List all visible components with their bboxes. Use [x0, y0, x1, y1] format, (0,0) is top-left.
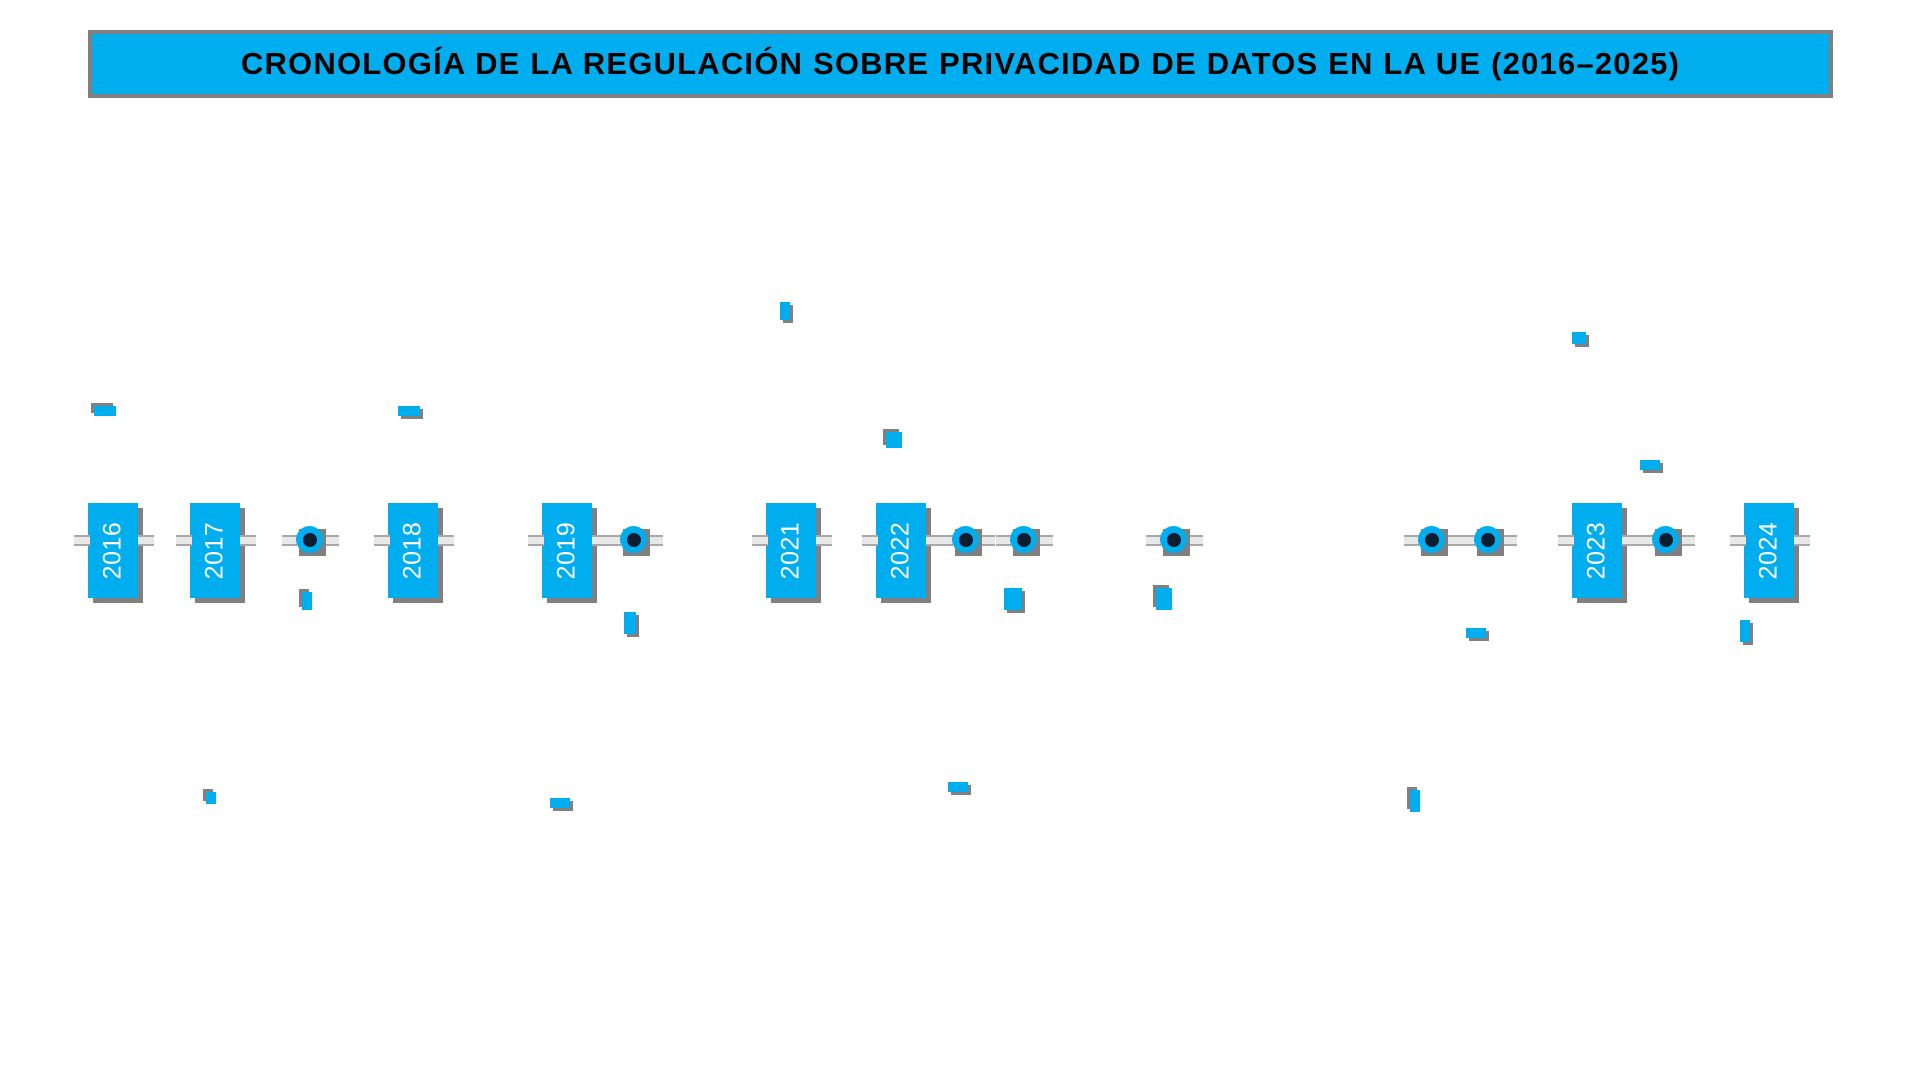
timeline-year-2017[interactable]: 2017 [190, 503, 240, 598]
axis-connector [1404, 535, 1419, 546]
axis-connector [528, 535, 544, 546]
milestone-dot[interactable] [296, 526, 326, 556]
milestone-dot[interactable] [1010, 526, 1040, 556]
milestone-core [1659, 533, 1673, 547]
year-label: 2018 [398, 521, 427, 580]
year-label: 2022 [886, 521, 915, 580]
axis-connector [1038, 535, 1053, 546]
axis-connector [980, 535, 995, 546]
timeline-year-2022[interactable]: 2022 [876, 503, 926, 598]
milestone-dot[interactable] [1652, 526, 1682, 556]
milestone-dot[interactable] [620, 526, 650, 556]
annotation-chip[interactable] [550, 798, 570, 808]
timeline-year-2016[interactable]: 2016 [88, 503, 138, 598]
annotation-chip[interactable] [886, 432, 902, 448]
year-label: 2024 [1754, 521, 1783, 580]
axis-connector [74, 535, 90, 546]
year-label: 2019 [552, 521, 581, 580]
milestone-dot[interactable] [1474, 526, 1504, 556]
milestone-core [1017, 533, 1031, 547]
annotation-chip[interactable] [398, 406, 420, 416]
axis-connector [438, 535, 454, 546]
annotation-chip[interactable] [302, 592, 312, 610]
axis-connector [282, 535, 297, 546]
axis-connector [1446, 535, 1461, 546]
axis-connector [1638, 535, 1653, 546]
timeline-year-2019[interactable]: 2019 [542, 503, 592, 598]
axis-connector [138, 535, 154, 546]
annotation-chip[interactable] [1572, 332, 1586, 344]
axis-connector [592, 535, 608, 546]
milestone-core [303, 533, 317, 547]
annotation-chip[interactable] [1410, 790, 1420, 812]
milestone-core [1481, 533, 1495, 547]
annotation-chip[interactable] [1640, 460, 1660, 470]
axis-connector [1146, 535, 1161, 546]
annotation-chip[interactable] [1004, 588, 1022, 610]
annotation-chip[interactable] [94, 406, 116, 416]
axis-connector [176, 535, 192, 546]
year-label: 2023 [1582, 521, 1611, 580]
annotation-chip[interactable] [206, 792, 216, 804]
milestone-core [959, 533, 973, 547]
axis-connector [752, 535, 768, 546]
axis-connector [816, 535, 832, 546]
axis-connector [1680, 535, 1695, 546]
page-title: CRONOLOGÍA DE LA REGULACIÓN SOBRE PRIVAC… [240, 46, 1681, 81]
milestone-dot[interactable] [1160, 526, 1190, 556]
axis-connector [648, 535, 663, 546]
axis-connector [1188, 535, 1203, 546]
axis-connector [1502, 535, 1517, 546]
axis-connector [1794, 535, 1810, 546]
year-label: 2017 [200, 521, 229, 580]
annotation-chip[interactable] [1156, 588, 1172, 610]
axis-connector [862, 535, 878, 546]
year-label: 2016 [98, 521, 127, 580]
axis-connector [606, 535, 621, 546]
axis-connector [1730, 535, 1746, 546]
axis-connector [938, 535, 953, 546]
timeline-year-2024[interactable]: 2024 [1744, 503, 1794, 598]
milestone-core [1425, 533, 1439, 547]
milestone-core [1167, 533, 1181, 547]
annotation-chip[interactable] [1466, 628, 1486, 638]
year-label: 2021 [776, 521, 805, 580]
milestone-core [627, 533, 641, 547]
axis-connector [926, 535, 942, 546]
milestone-dot[interactable] [1418, 526, 1448, 556]
axis-connector [1622, 535, 1638, 546]
timeline-year-2018[interactable]: 2018 [388, 503, 438, 598]
timeline-year-2023[interactable]: 2023 [1572, 503, 1622, 598]
annotation-chip[interactable] [624, 612, 636, 634]
title-banner: CRONOLOGÍA DE LA REGULACIÓN SOBRE PRIVAC… [88, 30, 1833, 98]
axis-connector [240, 535, 256, 546]
annotation-chip[interactable] [780, 302, 790, 320]
axis-connector [1558, 535, 1574, 546]
timeline-year-2021[interactable]: 2021 [766, 503, 816, 598]
annotation-chip[interactable] [1740, 620, 1750, 642]
axis-connector [996, 535, 1011, 546]
axis-connector [324, 535, 339, 546]
axis-connector [1460, 535, 1475, 546]
milestone-dot[interactable] [952, 526, 982, 556]
axis-connector [374, 535, 390, 546]
annotation-chip[interactable] [948, 782, 968, 792]
